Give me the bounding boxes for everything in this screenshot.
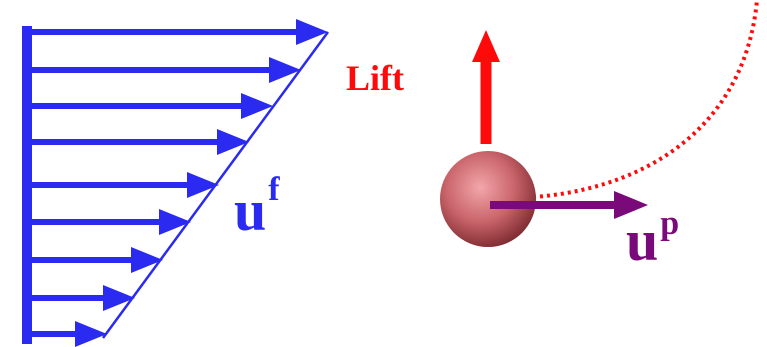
fluid-velocity-base: u [234,178,266,243]
wall-line [22,26,32,344]
particle-sphere [440,151,536,247]
profile-arrow-head-4 [217,129,249,155]
profile-arrow-head-3 [241,93,273,119]
particle-velocity-arrow [490,191,648,219]
profile-arrow-head-5 [187,172,219,198]
particle-velocity-superscript: p [660,205,679,242]
profile-arrow-head-2 [269,57,301,83]
velocity-profile [22,19,330,347]
profile-arrow-head-7 [131,247,163,273]
lift-arrow-head [472,30,500,62]
lift-arrow [472,30,500,144]
fluid-velocity-superscript: f [268,171,280,208]
lift-label: Lift [346,58,404,98]
profile-arrow-head-9 [75,321,107,347]
particle-velocity-arrow-head [614,191,648,219]
particle-trajectory-curve [511,0,759,200]
profile-arrow-head-6 [159,209,191,235]
profile-arrow-head-1 [296,19,328,45]
particle-velocity-base: u [626,208,658,273]
profile-arrow-head-8 [103,285,135,311]
particle-velocity-label: up [626,205,679,273]
fluid-velocity-label: uf [234,171,280,243]
